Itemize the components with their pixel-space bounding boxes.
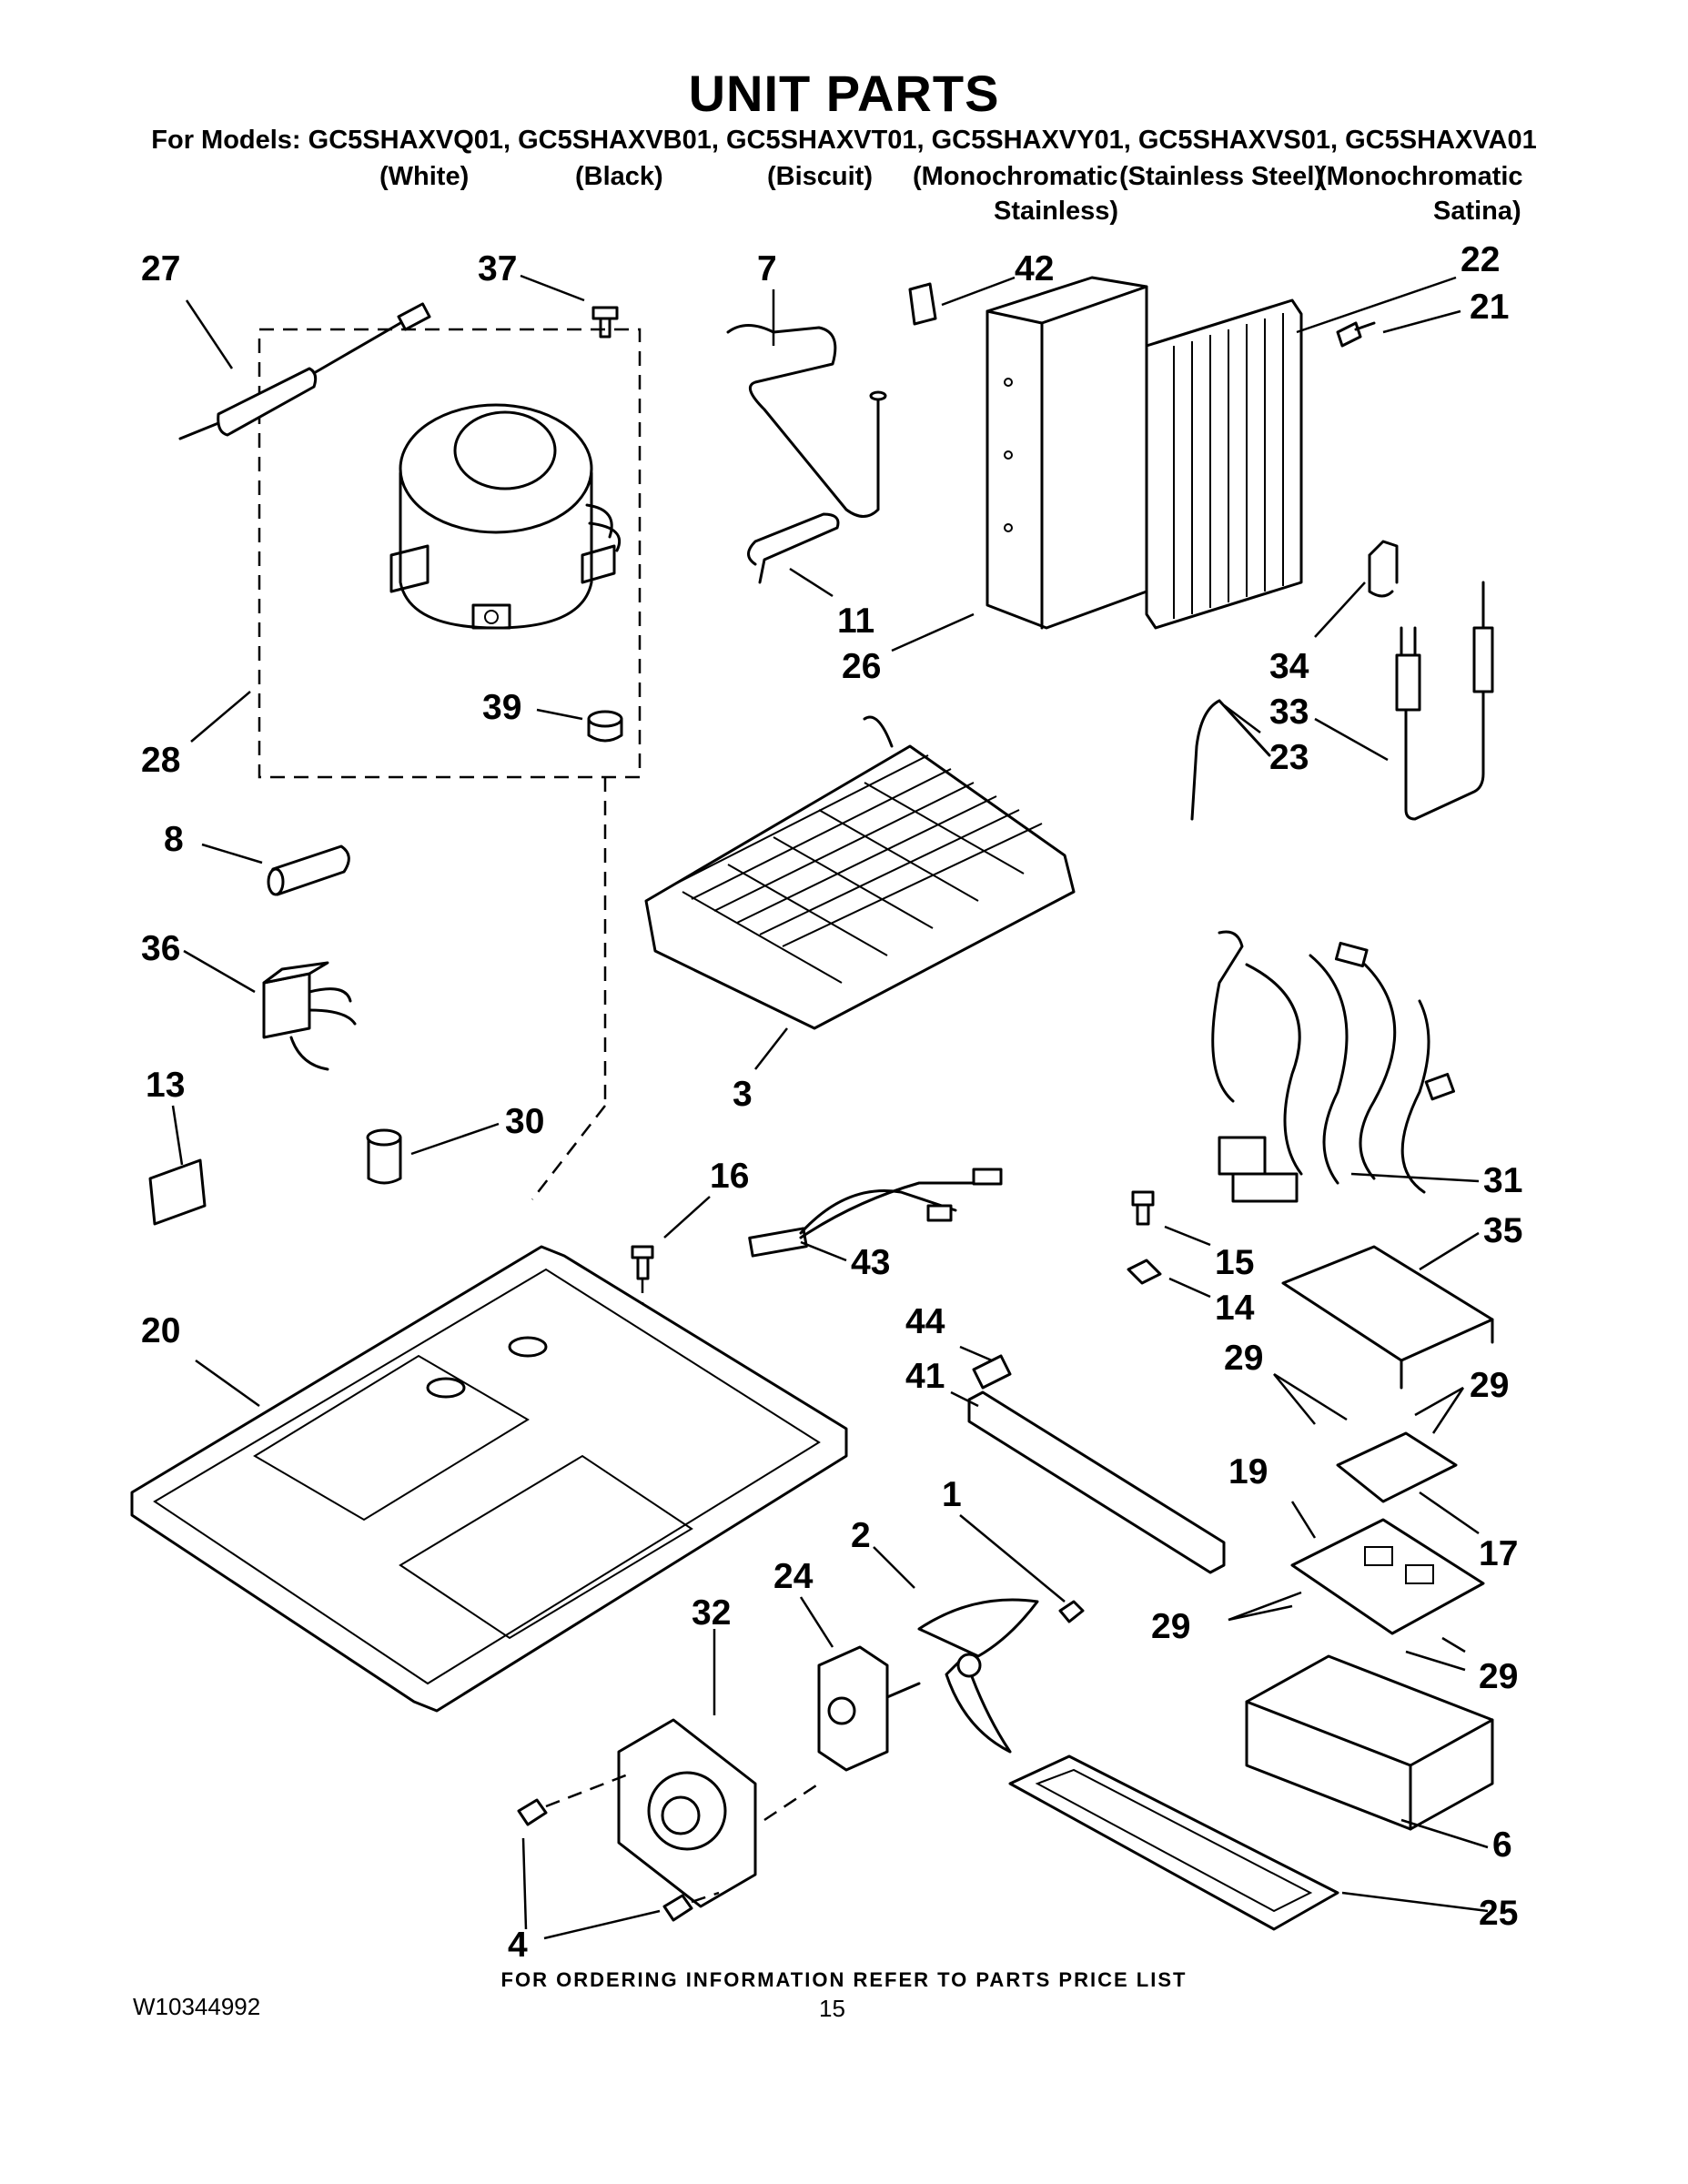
fan-shroud-32-part — [617, 1718, 757, 1908]
callout-35: 35 — [1483, 1211, 1522, 1250]
strip-41-part — [967, 1390, 1226, 1574]
tube-11-part — [747, 512, 840, 584]
callout-29a: 29 — [1224, 1339, 1263, 1378]
screw-4-part — [517, 1773, 820, 1922]
drain-tray-25-part — [1008, 1754, 1339, 1931]
callout-6: 6 — [1492, 1825, 1512, 1865]
compressor-part — [389, 403, 622, 630]
callout-23: 23 — [1269, 738, 1309, 777]
page-title: UNIT PARTS — [688, 65, 1000, 122]
callout-37: 37 — [478, 249, 517, 288]
page-number: 15 — [819, 1995, 845, 2022]
drier-tube-33-part — [1395, 581, 1494, 821]
fan-motor-24-part — [817, 1645, 921, 1772]
clip-34-part — [1368, 540, 1399, 598]
pad-13-part — [148, 1158, 207, 1226]
callout-24: 24 — [773, 1557, 814, 1596]
compressor-assembly-box — [258, 328, 642, 1200]
callout-29c: 29 — [1151, 1607, 1190, 1646]
screw-1-part — [1058, 1600, 1085, 1623]
callout-39: 39 — [482, 688, 521, 727]
color-stainless-steel: (Stainless Steel) — [1119, 162, 1324, 191]
callout-26: 26 — [842, 647, 881, 686]
color-white: (White) — [379, 162, 470, 191]
control-box-6-part — [1245, 1654, 1494, 1831]
screw-16-part — [631, 1245, 654, 1315]
callout-16: 16 — [710, 1157, 749, 1196]
fitting-44-part — [972, 1354, 1012, 1390]
color-biscuit: (Biscuit) — [767, 162, 873, 191]
callout-4: 4 — [508, 1926, 528, 1965]
callout-20: 20 — [141, 1311, 180, 1350]
document-number: W10344992 — [133, 1993, 261, 2020]
callout-41: 41 — [905, 1357, 945, 1396]
sleeve-8-part — [267, 844, 350, 896]
callout-8: 8 — [164, 820, 184, 859]
condenser-coil-22-part — [1145, 298, 1303, 630]
callout-29d: 29 — [1479, 1657, 1518, 1696]
callout-30: 30 — [505, 1102, 544, 1141]
callout-42: 42 — [1015, 249, 1054, 288]
color-monochromatic-satina-1: (Monochromatic — [1318, 162, 1523, 191]
callout-44: 44 — [905, 1302, 945, 1341]
callout-25: 25 — [1479, 1894, 1518, 1933]
callout-34: 34 — [1269, 647, 1309, 686]
clip-42-part — [908, 282, 937, 326]
ordering-info-note: FOR ORDERING INFORMATION REFER TO PARTS … — [500, 1968, 1188, 1991]
callout-36: 36 — [141, 929, 180, 968]
tube-7-part — [726, 324, 887, 518]
screw-21-part — [1336, 321, 1376, 348]
callout-11: 11 — [837, 602, 874, 641]
base-pan-20-part — [130, 1245, 848, 1713]
wire-23-part — [1190, 699, 1271, 821]
color-monochromatic-stainless-2: Stainless) — [994, 197, 1118, 226]
harness-43-part — [748, 1168, 1003, 1258]
clamp-14-part — [1127, 1259, 1162, 1285]
cover-35-part — [1281, 1245, 1494, 1390]
callout-43: 43 — [851, 1243, 890, 1282]
callout-3: 3 — [733, 1075, 753, 1114]
callout-19: 19 — [1228, 1452, 1268, 1491]
condenser-housing-26-part — [986, 276, 1148, 630]
callout-32: 32 — [692, 1593, 731, 1633]
grommet-39-part — [587, 710, 623, 743]
callout-labels: 27 37 7 42 22 21 11 26 34 33 23 28 39 8 … — [141, 240, 1522, 1965]
callout-7: 7 — [757, 249, 777, 288]
relay-36-part — [262, 961, 357, 1071]
color-monochromatic-stainless-1: (Monochromatic — [913, 162, 1118, 191]
screw-15-part — [1131, 1190, 1155, 1226]
leader-lines — [171, 274, 1489, 1940]
capacitor-30-part — [366, 1128, 402, 1185]
callout-17: 17 — [1479, 1534, 1518, 1573]
color-monochromatic-satina-2: Satina) — [1433, 197, 1521, 226]
screw-37-part — [591, 306, 619, 339]
callout-27: 27 — [141, 249, 180, 288]
callout-29b: 29 — [1470, 1366, 1509, 1405]
filter-drier-27-part — [178, 302, 431, 440]
model-list: For Models: GC5SHAXVQ01, GC5SHAXVB01, GC… — [151, 126, 1537, 155]
callout-22: 22 — [1461, 240, 1500, 279]
callout-1: 1 — [942, 1475, 962, 1514]
color-black: (Black) — [575, 162, 663, 191]
callout-15: 15 — [1215, 1243, 1254, 1282]
callout-21: 21 — [1470, 288, 1509, 327]
wire-harness-31-part — [1211, 930, 1456, 1203]
callout-14: 14 — [1215, 1289, 1255, 1328]
fan-blade-2-part — [917, 1598, 1039, 1754]
callout-13: 13 — [146, 1066, 185, 1105]
evaporator-3-part — [644, 715, 1076, 1030]
control-board-19-part — [1290, 1518, 1485, 1635]
callout-2: 2 — [851, 1516, 871, 1555]
board-mount-17-part — [1336, 1431, 1458, 1503]
callout-28: 28 — [141, 741, 180, 780]
callout-33: 33 — [1269, 693, 1309, 732]
callout-31: 31 — [1483, 1161, 1522, 1200]
